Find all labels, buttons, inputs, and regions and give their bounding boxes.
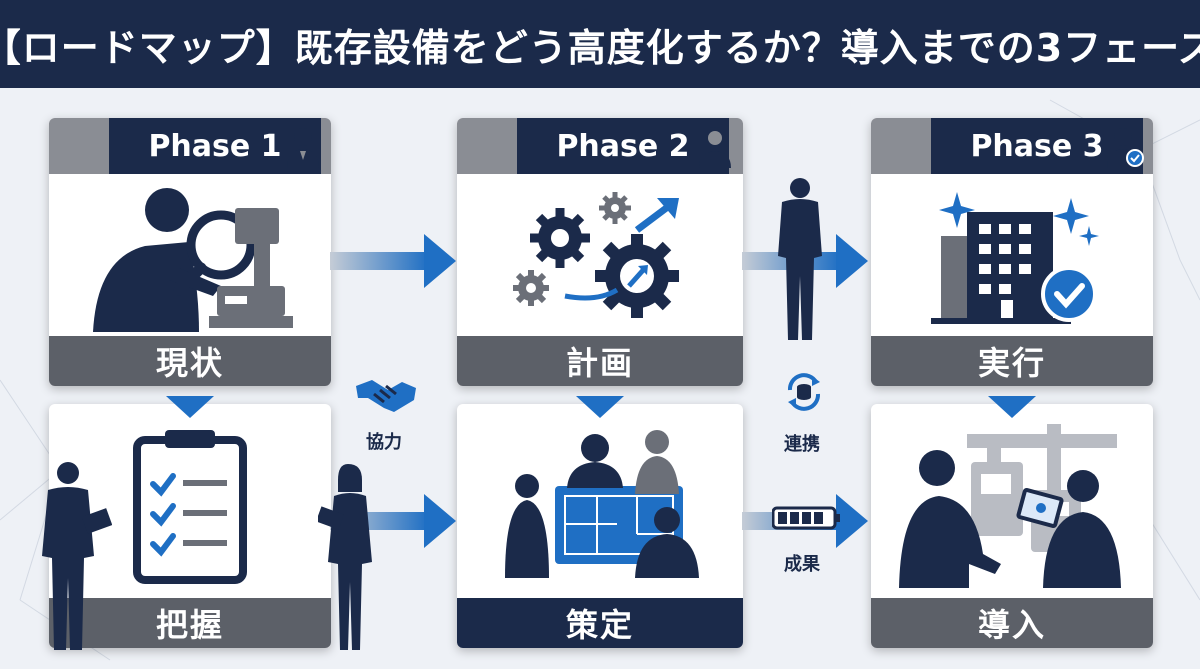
phase-1-card: Phase 1 現状 — [49, 118, 331, 386]
right-arrow-icon — [330, 234, 456, 288]
phase-1-header: Phase 1 — [49, 118, 331, 174]
businessman-tablet-silhouette-icon — [42, 462, 112, 650]
phase-1-bottom-label: 把握 — [49, 598, 331, 648]
phase-3-card: Phase 3 実行 — [871, 118, 1153, 386]
results-label: 成果 — [784, 554, 820, 575]
phase-1-tab: Phase 1 — [109, 118, 321, 174]
checklist-clipboard-icon — [133, 430, 247, 584]
phase-3-bottom-label: 導入 — [871, 598, 1153, 648]
coordination-label: 連携 — [784, 434, 820, 455]
businessman-silhouette-icon — [778, 178, 822, 340]
phase-3-header: Phase 3 — [871, 118, 1153, 174]
gears-growth-icon — [513, 192, 679, 318]
person-icon — [275, 118, 331, 174]
team-blueprint-meeting-icon — [505, 430, 699, 578]
businesswoman-tablet-silhouette-icon — [318, 464, 372, 650]
phase-3-top-label: 実行 — [871, 336, 1153, 386]
building-check-icon — [931, 192, 1099, 324]
installation-team-icon — [899, 424, 1121, 588]
verified-person-icon — [1097, 118, 1153, 174]
down-arrow-icon — [988, 396, 1036, 418]
phase-1-top-label: 現状 — [49, 336, 331, 386]
phase-3-bottom-card: 導入 — [871, 404, 1153, 648]
down-arrow-icon — [576, 396, 624, 418]
page-title: 【ロードマップ】既存設備をどう高度化するか？導入までの3フェーズ — [0, 25, 1200, 70]
cooperation-label: 協力 — [366, 432, 402, 453]
sync-database-icon — [788, 373, 820, 411]
phase-2-card: Phase 2 — [457, 118, 743, 386]
phase-2-top-label: 計画 — [457, 336, 743, 386]
progress-battery-icon — [772, 506, 840, 530]
phase-2-bottom-card: 策定 — [457, 404, 743, 648]
down-arrow-icon — [166, 396, 214, 418]
phase-2-header: Phase 2 — [457, 118, 743, 174]
phase-2-tab: Phase 2 — [517, 118, 729, 174]
person-icon — [687, 118, 743, 174]
handshake-icon — [356, 380, 416, 412]
title-bar: 【ロードマップ】既存設備をどう高度化するか？導入までの3フェーズ — [0, 0, 1200, 88]
magnifier-inspection-icon — [93, 188, 293, 332]
phase-2-bottom-label: 策定 — [457, 598, 743, 648]
